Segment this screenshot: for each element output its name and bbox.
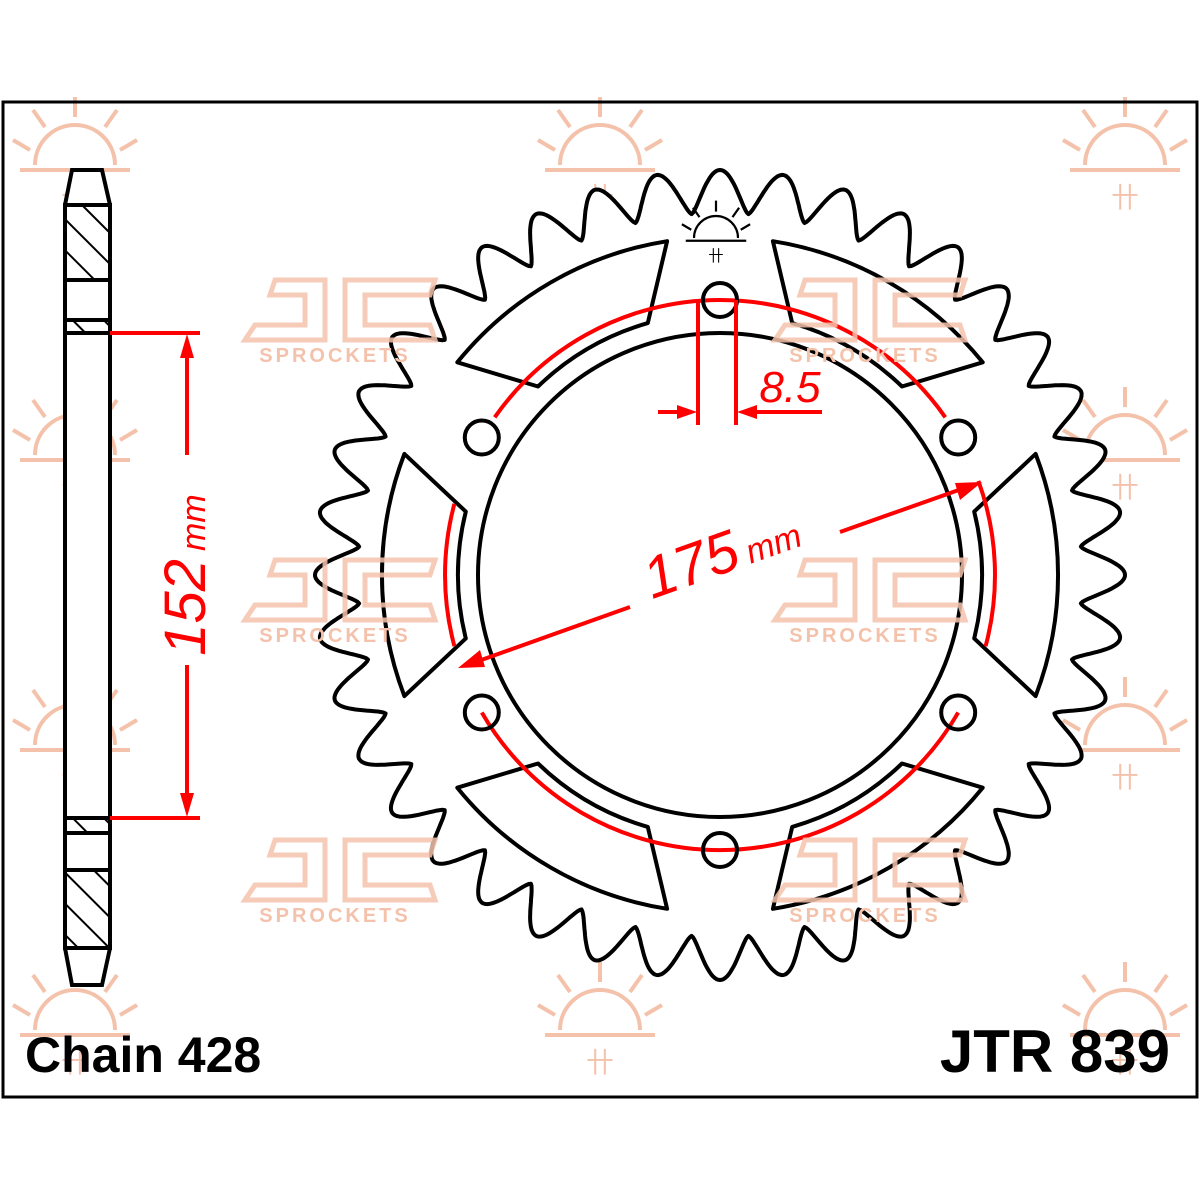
lightening-slot xyxy=(380,451,468,699)
bolt-hole-label: 8.5 xyxy=(759,363,821,412)
pcd-dimension xyxy=(458,482,982,668)
watermark-tagline: SPROCKETS xyxy=(259,905,410,927)
lightening-slot xyxy=(770,761,985,911)
sprocket-teeth-outline xyxy=(313,168,1127,982)
pcd-circle-arc xyxy=(976,480,997,647)
chain-label: Chain 428 xyxy=(25,1027,261,1083)
watermark-sun-icon xyxy=(536,960,664,1081)
sprocket-side-view xyxy=(63,168,112,987)
frame-border xyxy=(1,100,1199,1099)
lightening-slot xyxy=(455,239,670,389)
inner-diameter-dimension xyxy=(110,331,200,820)
bolt-hole xyxy=(939,418,978,457)
bolt-hole xyxy=(462,418,501,457)
part-number-label: JTR 839 xyxy=(940,1018,1170,1085)
bolt-hole xyxy=(939,693,978,732)
watermark-logo: SPROCKETS xyxy=(240,837,439,927)
bolt-hole xyxy=(701,831,739,869)
lightening-slot xyxy=(972,451,1060,699)
brand-logo-icon: 卄 xyxy=(681,200,751,265)
pcd-circle-arc xyxy=(493,298,947,419)
inner-diameter-label: 152mm xyxy=(153,494,218,655)
watermark-tagline: SPROCKETS xyxy=(259,345,410,367)
watermark-sun-icon xyxy=(1061,95,1189,216)
bolt-hole-dimension xyxy=(658,300,822,425)
lightening-slot xyxy=(455,761,670,911)
pcd-circle-arc xyxy=(480,711,960,853)
sprocket-front-view: 卄 xyxy=(313,168,1127,982)
svg-text:卄: 卄 xyxy=(708,247,723,265)
pcd-circle-arc xyxy=(443,503,457,647)
bolt-hole xyxy=(462,693,501,732)
